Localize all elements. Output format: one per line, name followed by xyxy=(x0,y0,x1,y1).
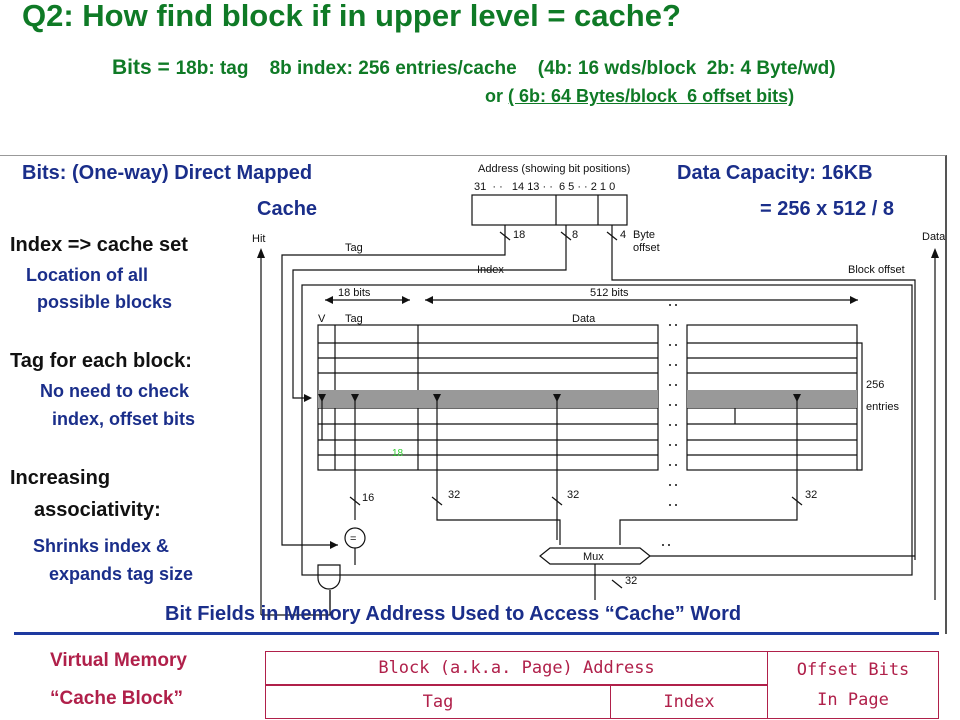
and-gate xyxy=(317,564,341,590)
heading-cache: Cache xyxy=(257,198,318,220)
hit-label: Hit xyxy=(252,233,265,245)
tag-heading: Tag for each block: xyxy=(10,350,192,372)
vm-label: Virtual Memory xyxy=(50,650,187,671)
address-caption: Address (showing bit positions) xyxy=(478,163,630,175)
diagram-panel xyxy=(0,155,947,634)
comparator-symbol: = xyxy=(350,533,356,545)
assoc-note-2: expands tag size xyxy=(49,564,194,584)
bits-alt-line: or ( 6b: 64 Bytes/block 6 offset bits) xyxy=(485,86,794,107)
valid-col-label: V xyxy=(318,313,326,325)
bits-or: or xyxy=(485,86,509,106)
tag-note-1: No need to check xyxy=(40,381,190,401)
offset-field: Offset Bits In Page xyxy=(767,651,939,719)
page-title: Q2: How find block if in upper level = c… xyxy=(22,0,681,33)
width-16: 16 xyxy=(362,492,374,504)
width-32-b: 32 xyxy=(567,489,579,501)
index-heading: Index => cache set xyxy=(10,234,188,256)
mux-label: Mux xyxy=(583,551,604,563)
capacity-line-2: = 256 x 512 / 8 xyxy=(760,198,895,220)
entries-word: entries xyxy=(866,401,900,413)
tag-col-label: Tag xyxy=(345,313,363,325)
data-col-label: Data xyxy=(572,313,596,325)
assoc-heading-2: associativity: xyxy=(34,499,161,521)
green-18: 18 xyxy=(392,448,404,459)
bits-text: 18b: tag 8b index: 256 entries/cache (4b… xyxy=(175,58,836,79)
field-width-index: 8 xyxy=(572,229,578,241)
bit-fields-caption: Bit Fields in Memory Address Used to Acc… xyxy=(165,603,742,625)
capacity-line-1: Data Capacity: 16KB xyxy=(677,162,873,184)
index-note-2: possible blocks xyxy=(37,292,173,312)
selected-row-left xyxy=(318,390,658,408)
field-width-offset: 4 xyxy=(620,229,626,241)
selected-row-right xyxy=(687,390,857,408)
assoc-note-1: Shrinks index & xyxy=(33,536,170,556)
data-label: Data xyxy=(922,231,946,243)
in-page-text: In Page xyxy=(817,690,889,710)
index-note-1: Location of all xyxy=(26,265,149,285)
byte-offset-label-2: offset xyxy=(633,242,660,254)
byte-offset-label-1: Byte xyxy=(633,229,655,241)
field-width-tag: 18 xyxy=(513,229,525,241)
bit-positions: 31 · · 14 13 · · 6 5 · · 2 1 0 xyxy=(474,181,615,193)
bits-line: Bits = 18b: tag 8b index: 256 entries/ca… xyxy=(112,56,836,80)
cache-block-label: “Cache Block” xyxy=(50,688,184,709)
divider-rule xyxy=(14,632,939,635)
index-label: Index xyxy=(477,264,504,276)
address-register xyxy=(471,194,628,226)
heading-direct-mapped: Bits: (One-way) Direct Mapped xyxy=(22,162,313,184)
bits-or-text: ( 6b: 64 Bytes/block 6 offset bits) xyxy=(508,86,795,106)
block-offset-label: Block offset xyxy=(848,264,905,276)
width-32-out: 32 xyxy=(625,575,637,587)
offset-bits-text: Offset Bits xyxy=(796,660,910,680)
mux xyxy=(539,547,651,565)
tag-note-2: index, offset bits xyxy=(52,409,196,429)
width-32-c: 32 xyxy=(805,489,817,501)
bits-prefix: Bits = xyxy=(112,56,176,79)
bits-18-label: 18 bits xyxy=(338,287,371,299)
bits-512-label: 512 bits xyxy=(590,287,629,299)
entries-count: 256 xyxy=(866,379,884,391)
width-32-a: 32 xyxy=(448,489,460,501)
block-address-field: Block (a.k.a. Page) Address xyxy=(265,651,768,685)
assoc-heading-1: Increasing xyxy=(10,467,111,489)
tag-field: Tag xyxy=(265,685,611,719)
index-field: Index xyxy=(610,685,768,719)
tag-label: Tag xyxy=(345,242,363,254)
